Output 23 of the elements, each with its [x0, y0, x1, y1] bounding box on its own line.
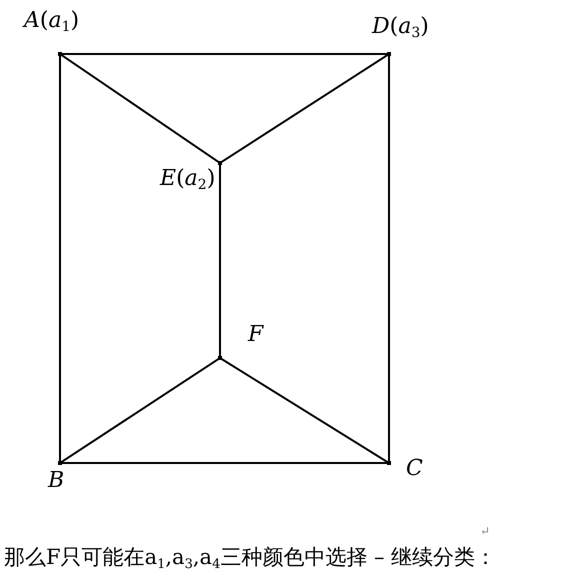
- vertex-label: A(a$_{1}$): [24, 10, 80, 34]
- graph-edge: [220, 54, 389, 164]
- graph-edge: [60, 54, 220, 164]
- vertex-point: [387, 52, 391, 56]
- graph-edge: [60, 358, 220, 464]
- vertex-point: [387, 461, 391, 465]
- graph-edge: [219, 164, 221, 357]
- vertex-point: [218, 161, 222, 165]
- vertex-point: [58, 461, 62, 465]
- vertex-point: [218, 356, 222, 360]
- graph-edge: [388, 55, 390, 462]
- graph-edge: [61, 462, 388, 464]
- vertex-label: E(a$_{2}$): [160, 168, 216, 192]
- caption-text: 那么F只可能在a$_{1}$,a$_{3}$,a$_{4}$三种颜色中选择 – 继续分类：: [4, 545, 496, 573]
- vertex-label: C: [406, 458, 423, 480]
- graph-edge: [59, 55, 61, 462]
- return-mark: ↵: [480, 524, 490, 538]
- graph-edge: [220, 358, 389, 464]
- vertex-label: F: [248, 324, 264, 346]
- vertex-label: D(a$_{3}$): [372, 16, 429, 40]
- vertex-point: [58, 52, 62, 56]
- vertex-label: B: [48, 470, 64, 492]
- graph-edge: [61, 53, 388, 55]
